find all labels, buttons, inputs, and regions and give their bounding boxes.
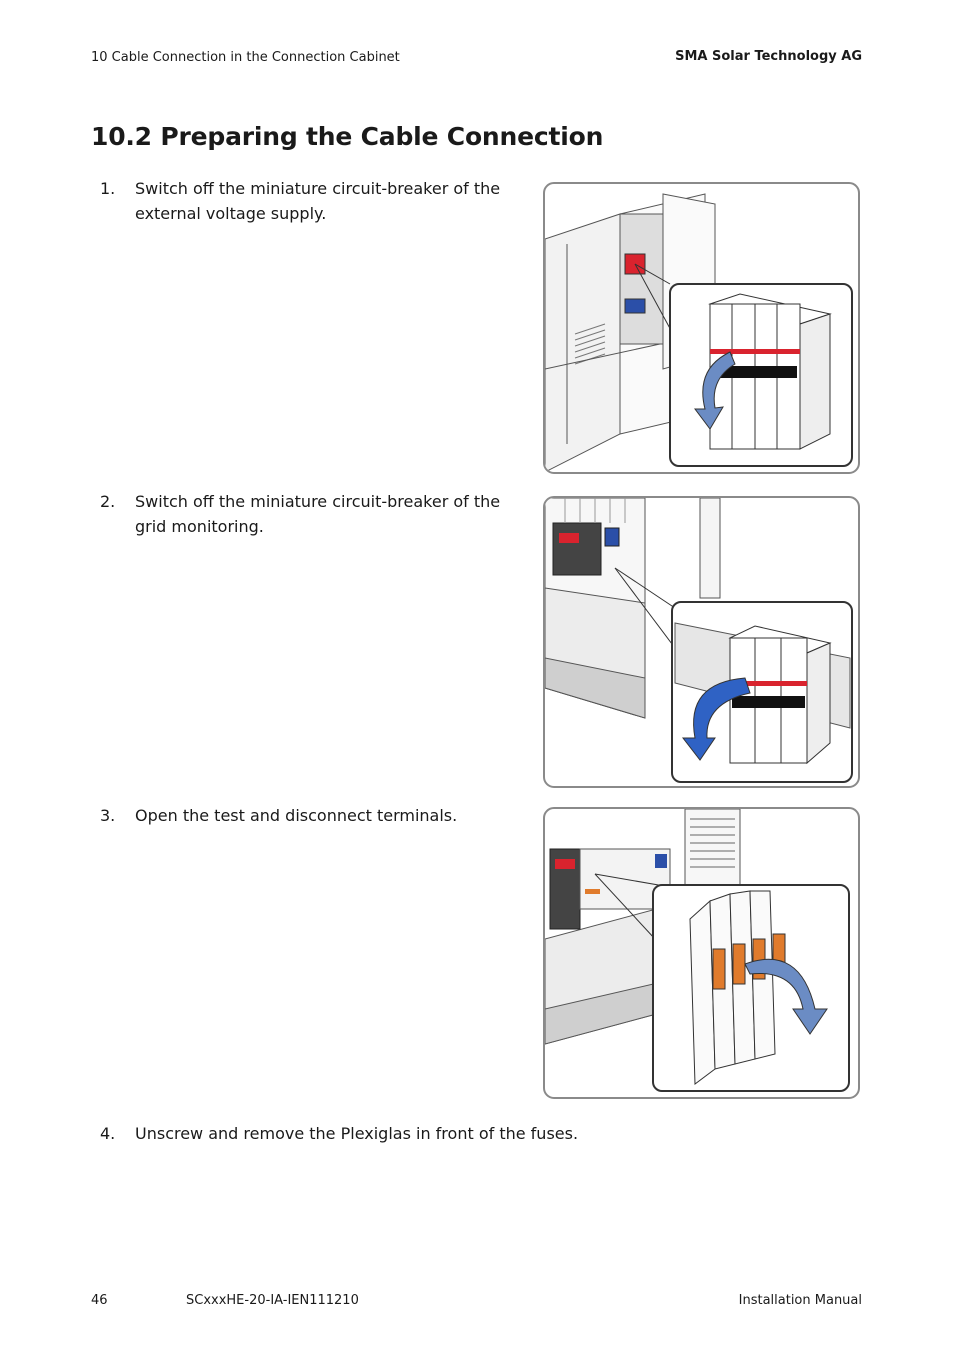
footer-page-number: 46 — [91, 1293, 108, 1308]
cabinet-breaker-illustration-1 — [545, 193, 853, 472]
step-2: 2. Switch off the miniature circuit-brea… — [100, 489, 520, 539]
figure-external-supply-breaker — [543, 182, 860, 474]
header-company: SMA Solar Technology AG — [675, 49, 862, 64]
footer-doc-type: Installation Manual — [738, 1293, 862, 1308]
header-section: 10 Cable Connection in the Connection Ca… — [91, 50, 400, 65]
figure-grid-monitoring-breaker — [543, 496, 860, 788]
step-2-number: 2. — [100, 492, 116, 511]
step-3: 3. Open the test and disconnect terminal… — [100, 803, 520, 828]
step-4-number: 4. — [100, 1124, 116, 1143]
footer-doc-id: SCxxxHE-20-IA-IEN111210 — [186, 1293, 359, 1308]
figure-test-disconnect-terminals — [543, 807, 860, 1099]
step-3-text: Open the test and disconnect terminals. — [135, 806, 458, 825]
step-4: 4. Unscrew and remove the Plexiglas in f… — [100, 1121, 620, 1146]
page-title: 10.2 Preparing the Cable Connection — [91, 122, 604, 151]
terminals-illustration — [545, 809, 850, 1092]
step-1: 1. Switch off the miniature circuit-brea… — [100, 176, 520, 226]
step-4-text: Unscrew and remove the Plexiglas in fron… — [135, 1124, 579, 1143]
step-1-number: 1. — [100, 179, 116, 198]
step-3-number: 3. — [100, 806, 116, 825]
step-1-text: Switch off the miniature circuit-breaker… — [135, 179, 501, 223]
step-2-text: Switch off the miniature circuit-breaker… — [135, 492, 501, 536]
cabinet-breaker-illustration-2 — [545, 498, 853, 783]
